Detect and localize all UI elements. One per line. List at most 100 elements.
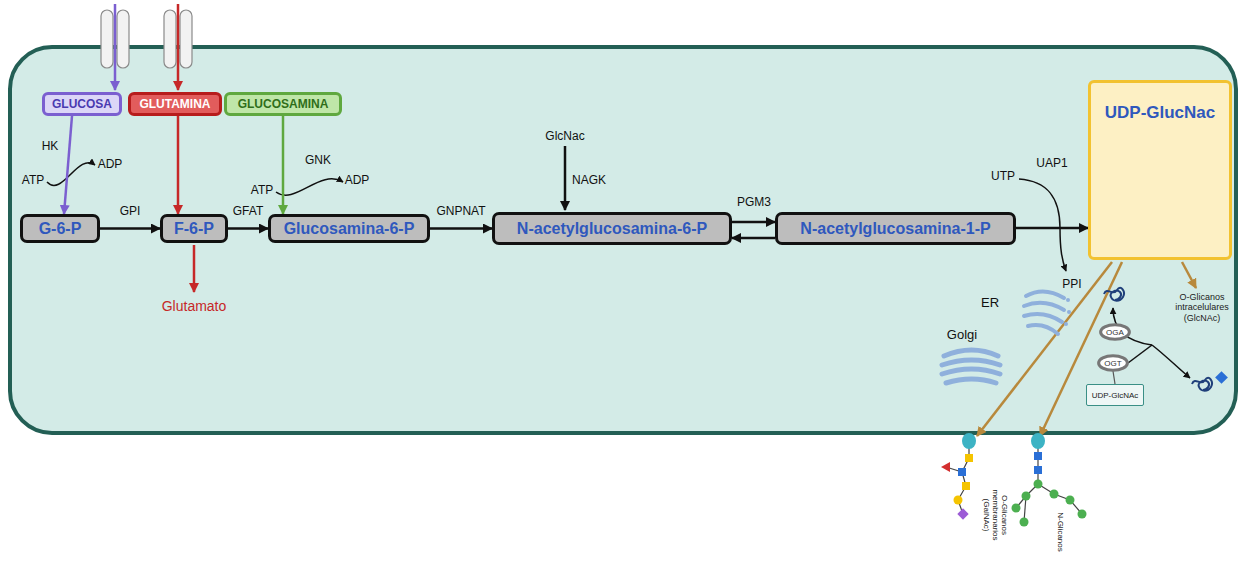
reaction-arrow: [732, 237, 775, 240]
reaction-arrow: [282, 116, 285, 214]
reaction-arrow: [732, 221, 775, 224]
cell-membrane: [10, 47, 1236, 433]
node-text: UDP-GlcNAc: [1092, 391, 1139, 400]
reaction-arrow: [1113, 371, 1115, 384]
uptake-arrow: [114, 4, 117, 90]
reaction-arrow: [228, 227, 268, 230]
metabolite-box: N-acetylglucosamina-1-P: [775, 212, 1016, 245]
metabolite-box: F-6-P: [160, 214, 228, 243]
ellipse-outline: [1101, 325, 1130, 340]
enzyme-label: GNPNAT: [436, 204, 485, 218]
golgi-icon: [942, 360, 1000, 365]
reaction-arrow: [177, 116, 180, 214]
node-text: Glucosamina-6-P: [284, 220, 415, 238]
glcnac-mark: [1215, 371, 1228, 384]
glycan-label: N-Glicanos: [1056, 507, 1065, 557]
ogt-oga-cycle: [1152, 345, 1190, 378]
reaction-arrow: [430, 227, 492, 230]
cofactor-label: ATP: [22, 173, 44, 187]
enzyme-label: HK: [42, 139, 59, 153]
node-text: OGA: [1106, 328, 1124, 337]
node-text: GLUCOSA: [52, 97, 112, 111]
enzyme-ellipse: OGA: [1100, 324, 1130, 340]
glcnac-mark: [1215, 371, 1228, 384]
enzyme-label: PGM3: [737, 195, 771, 209]
organelle-label: ER: [981, 295, 999, 310]
er-dots: [1064, 322, 1068, 326]
node-text: GLUTAMINA: [139, 97, 210, 111]
node-text: N-acetylglucosamina-1-P: [800, 220, 990, 238]
golgi-icon: [944, 350, 998, 356]
er-dots: [1067, 310, 1071, 314]
organelle-label: Golgi: [947, 327, 977, 342]
o-glycan: [941, 462, 950, 472]
cofactor-label: ADP: [345, 173, 370, 187]
cofactor-curve: [276, 179, 343, 195]
protein-icon: [1192, 378, 1212, 391]
transporter: [101, 10, 113, 68]
o-glycan: [962, 433, 976, 449]
metabolite-box: Glucosamina-6-P: [268, 214, 430, 243]
er-icon: [1024, 314, 1062, 322]
glycosylation-arrow: [977, 262, 1112, 436]
node-text: OGT: [1104, 359, 1121, 368]
reaction-arrow: [64, 116, 72, 214]
ellipse-outline: [1099, 356, 1128, 371]
er-icon: [1026, 291, 1064, 298]
o-glycan: [954, 496, 963, 505]
pathway-arrow: [564, 146, 567, 210]
o-glycan: [958, 468, 966, 476]
glycosylation-arrow: [1040, 262, 1122, 436]
cofactor-label: UTP: [991, 169, 1015, 183]
transporter: [180, 10, 192, 68]
er-icon: [1024, 291, 1064, 334]
node-text: N-acetylglucosamina-6-P: [517, 220, 707, 238]
enzyme-label: GPI: [120, 204, 141, 218]
product-box: UDP-GlucNac: [1088, 80, 1232, 260]
er-dots: [1064, 298, 1071, 326]
enzyme-label: GNK: [305, 153, 331, 167]
pathway-arrow: [193, 245, 196, 292]
golgi-icon: [946, 379, 996, 383]
reaction-arrow: [100, 227, 160, 230]
cofactor-label: ATP: [251, 183, 273, 197]
glycan-label: O-Glicanos intracelulares (GlcNAc): [1172, 292, 1232, 323]
n-glycan: [1050, 490, 1059, 499]
glycosylation-arrow: [1182, 262, 1196, 288]
n-glycan: [1066, 496, 1075, 505]
n-glycan: [1038, 484, 1082, 514]
glycan-label: O-Glicanos membranarios (GalNAc): [982, 484, 1008, 546]
o-glycan: [965, 454, 973, 462]
reaction-arrow: [1016, 227, 1088, 230]
n-glycan: [1078, 510, 1087, 519]
cofactor-label: PPI: [1062, 277, 1081, 291]
n-glycan: [1016, 448, 1082, 522]
cofactor-label: ADP: [98, 157, 123, 171]
substrate-box: GLUCOSAMINA: [224, 92, 342, 116]
n-glycan: [1020, 518, 1029, 527]
er-icon: [1028, 325, 1058, 334]
node-text: UDP-GlucNac: [1105, 103, 1216, 123]
transporter: [117, 10, 129, 68]
enzyme-label: NAGK: [572, 173, 606, 187]
o-glycan: [962, 482, 970, 490]
er-dots: [1066, 298, 1070, 302]
o-glycan: [941, 433, 976, 520]
cell-membrane: [10, 47, 1236, 433]
er-icon: [1024, 303, 1064, 310]
metabolite-box: N-acetylglucosamina-6-P: [492, 212, 732, 245]
substrate-box: GLUCOSA: [42, 92, 122, 116]
product-label: Glutamato: [162, 298, 227, 314]
n-glycan: [1012, 480, 1087, 527]
glycosylation-arrow: [977, 262, 1196, 436]
n-glycan: [1012, 504, 1021, 513]
n-glycan: [1022, 492, 1031, 501]
uptake-arrow: [177, 4, 180, 90]
substrate-box: UDP-GlcNAc: [1086, 384, 1144, 406]
node-text: G-6-P: [39, 220, 82, 238]
o-glycan: [957, 508, 968, 519]
cofactor-curve: [47, 163, 1066, 271]
enzyme-label: UAP1: [1036, 156, 1067, 170]
